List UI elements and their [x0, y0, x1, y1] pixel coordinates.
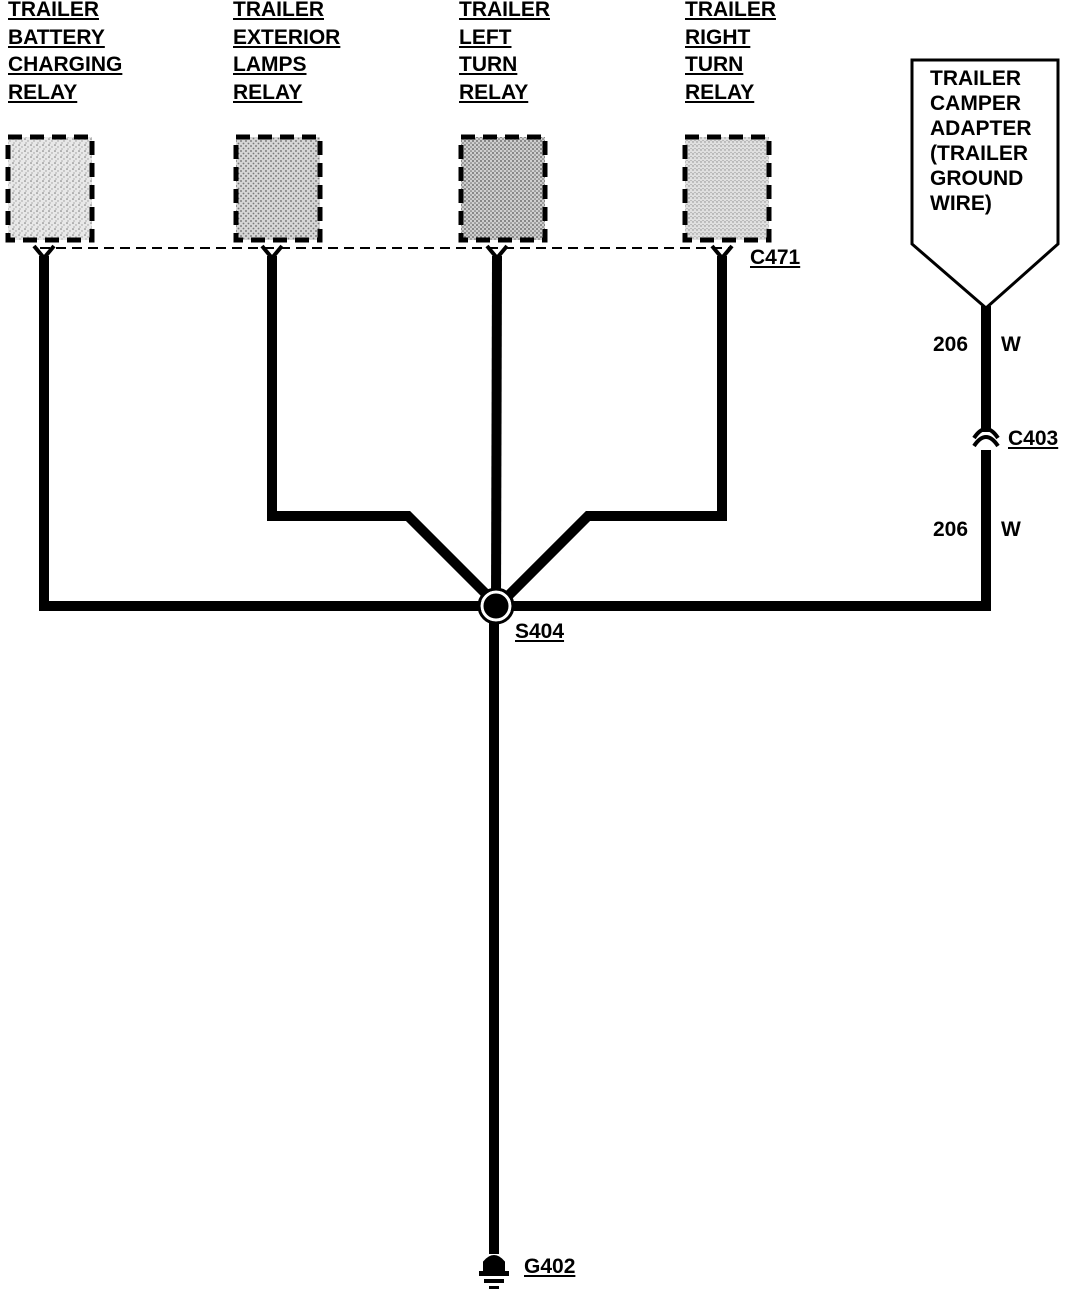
- connector-c471-label: C471: [750, 246, 801, 269]
- ground-g402-label: G402: [524, 1255, 576, 1278]
- splice-s404-label: S404: [515, 620, 565, 643]
- c403-connector-icon: [972, 427, 1000, 448]
- adapter-box: [910, 58, 1060, 310]
- splice-s404-icon: [480, 590, 512, 622]
- wire-adapter: [496, 450, 991, 611]
- connector-c403-label: C403: [1008, 427, 1059, 450]
- adapter-label: TRAILER CAMPER ADAPTER (TRAILER GROUND W…: [930, 67, 1032, 215]
- wire-lower-circuit: 206: [933, 518, 969, 541]
- wire-upper-circuit: 206: [933, 333, 969, 356]
- wire-exterior-lamps: [267, 256, 500, 608]
- relay-box-left-turn: [458, 134, 548, 243]
- relay-label-left-turn: TRAILER LEFT TURN RELAY: [459, 0, 550, 104]
- wire-lower-color: W: [1001, 518, 1021, 541]
- wire-left-turn: [491, 255, 502, 605]
- relay-box-exterior-lamps: [233, 134, 323, 243]
- wire-upper-color: W: [1001, 333, 1021, 356]
- ground-g402-icon: [479, 1255, 509, 1289]
- relay-label-exterior-lamps: TRAILER EXTERIOR LAMPS RELAY: [233, 0, 341, 104]
- relay-box-battery-charging: [5, 134, 95, 243]
- relay-label-battery-charging: TRAILER BATTERY CHARGING RELAY: [8, 0, 123, 104]
- ground-wires: [39, 255, 991, 1254]
- wire-right-turn: [496, 256, 727, 608]
- wire-battery-charging: [39, 256, 496, 611]
- relay-box-right-turn: [682, 134, 772, 243]
- relay-label-right-turn: TRAILER RIGHT TURN RELAY: [685, 0, 776, 104]
